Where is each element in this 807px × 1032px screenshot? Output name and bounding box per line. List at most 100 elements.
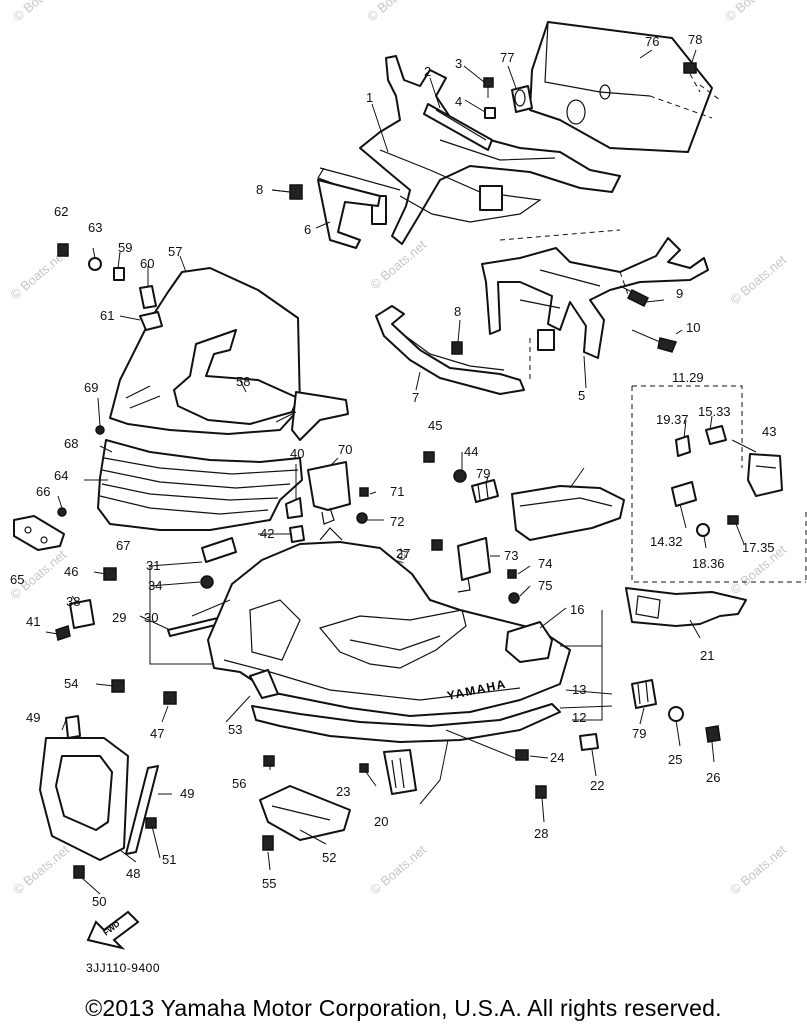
callout-64: 64 (54, 468, 68, 483)
nut-4 (484, 107, 496, 119)
bolt-78 (683, 62, 701, 93)
callout-25: 25 (668, 752, 682, 767)
screw-62 (57, 243, 69, 257)
callout-30: 30 (144, 610, 158, 625)
callout-28: 28 (534, 826, 548, 841)
watermark: © Boats.net (367, 237, 429, 293)
strip-49a (65, 715, 81, 739)
callout-6: 6 (304, 222, 311, 237)
bracket-7 (375, 305, 525, 395)
kit-box-11-29 (631, 385, 807, 583)
callout-71: 71 (390, 484, 404, 499)
callout-13: 13 (572, 682, 586, 697)
callout-8-upper: 8 (256, 182, 263, 197)
screw-71 (359, 487, 369, 497)
callout-38: 38 (66, 594, 80, 609)
callout-63: 63 (88, 220, 102, 235)
bracket-42 (289, 525, 305, 543)
emblem-65 (13, 515, 65, 551)
callout-49-right: 49 (180, 786, 194, 801)
callout-20: 20 (374, 814, 388, 829)
callout-44: 44 (464, 444, 478, 459)
screw-41 (55, 625, 71, 641)
callout-73: 73 (504, 548, 518, 563)
nut-61 (139, 311, 163, 331)
callout-70: 70 (338, 442, 352, 457)
callout-14-32: 14.32 (650, 534, 683, 549)
callout-2: 2 (424, 64, 431, 79)
bolt-55 (262, 835, 274, 851)
trim-31 (201, 537, 237, 563)
callout-41: 41 (26, 614, 40, 629)
callout-46: 46 (64, 564, 78, 579)
callout-56: 56 (232, 776, 246, 791)
screw-10 (631, 329, 678, 353)
callout-69: 69 (84, 380, 98, 395)
callout-19-37: 19.37 (656, 412, 689, 427)
callout-18-36: 18.36 (692, 556, 725, 571)
fwd-arrow-icon: FWD (86, 910, 140, 950)
callout-3: 3 (455, 56, 462, 71)
bolt-69 (95, 425, 105, 435)
mirror-70 (307, 461, 351, 525)
screw-50 (73, 865, 85, 879)
bolt-45 (423, 451, 435, 463)
nut-51 (145, 817, 157, 829)
grommet-59 (113, 267, 125, 281)
watermark: © Boats.net (10, 0, 72, 24)
lamp-43 (747, 453, 783, 497)
callout-52: 52 (322, 850, 336, 865)
callout-59: 59 (118, 240, 132, 255)
grommet-25 (668, 706, 684, 722)
callout-66: 66 (36, 484, 50, 499)
callout-67: 67 (116, 538, 130, 553)
screw-28 (535, 785, 547, 799)
under-cowling-12 (251, 703, 561, 743)
callout-26: 26 (706, 770, 720, 785)
rubber-strip-2 (423, 103, 493, 151)
callout-15-33: 15.33 (698, 404, 731, 419)
callout-75: 75 (538, 578, 552, 593)
nut-44 (453, 469, 467, 483)
callout-42: 42 (260, 526, 274, 541)
mirror-73 (457, 537, 491, 593)
callout-58: 58 (236, 374, 250, 389)
screw-66 (57, 507, 67, 517)
pad-20 (383, 749, 417, 795)
bracket-53 (249, 669, 279, 699)
watermark: © Boats.net (727, 842, 789, 898)
screw-3 (483, 77, 494, 98)
callout-48: 48 (126, 866, 140, 881)
bolt-27 (431, 539, 443, 551)
meter-cover-76 (529, 21, 721, 153)
callout-65: 65 (10, 572, 24, 587)
stay-5 (481, 237, 709, 359)
nut-47 (163, 691, 177, 705)
callout-27: 27 (396, 546, 410, 561)
callout-10: 10 (686, 320, 700, 335)
strip-49b (125, 765, 159, 855)
inner-panel-16 (505, 621, 553, 663)
callout-47: 47 (150, 726, 164, 741)
bracket-40 (285, 497, 303, 519)
watermark: © Boats.net (722, 0, 784, 24)
callout-72: 72 (390, 514, 404, 529)
callout-43: 43 (762, 424, 776, 439)
callout-79-upper: 79 (476, 466, 490, 481)
callout-11-29: 11.29 (672, 370, 704, 385)
callout-77: 77 (500, 50, 514, 65)
watermark: © Boats.net (367, 842, 429, 898)
callout-9: 9 (676, 286, 683, 301)
nut-75 (508, 592, 520, 604)
screw-26 (705, 725, 721, 743)
callout-40: 40 (290, 446, 304, 461)
bolt-23 (359, 763, 369, 773)
callout-8-lower: 8 (454, 304, 461, 319)
nut-24 (515, 749, 529, 761)
leader-lines (45, 49, 757, 895)
nut-72 (356, 512, 368, 524)
callout-51: 51 (162, 852, 176, 867)
watermark: © Boats.net (727, 252, 789, 308)
grommet-77 (511, 85, 533, 113)
